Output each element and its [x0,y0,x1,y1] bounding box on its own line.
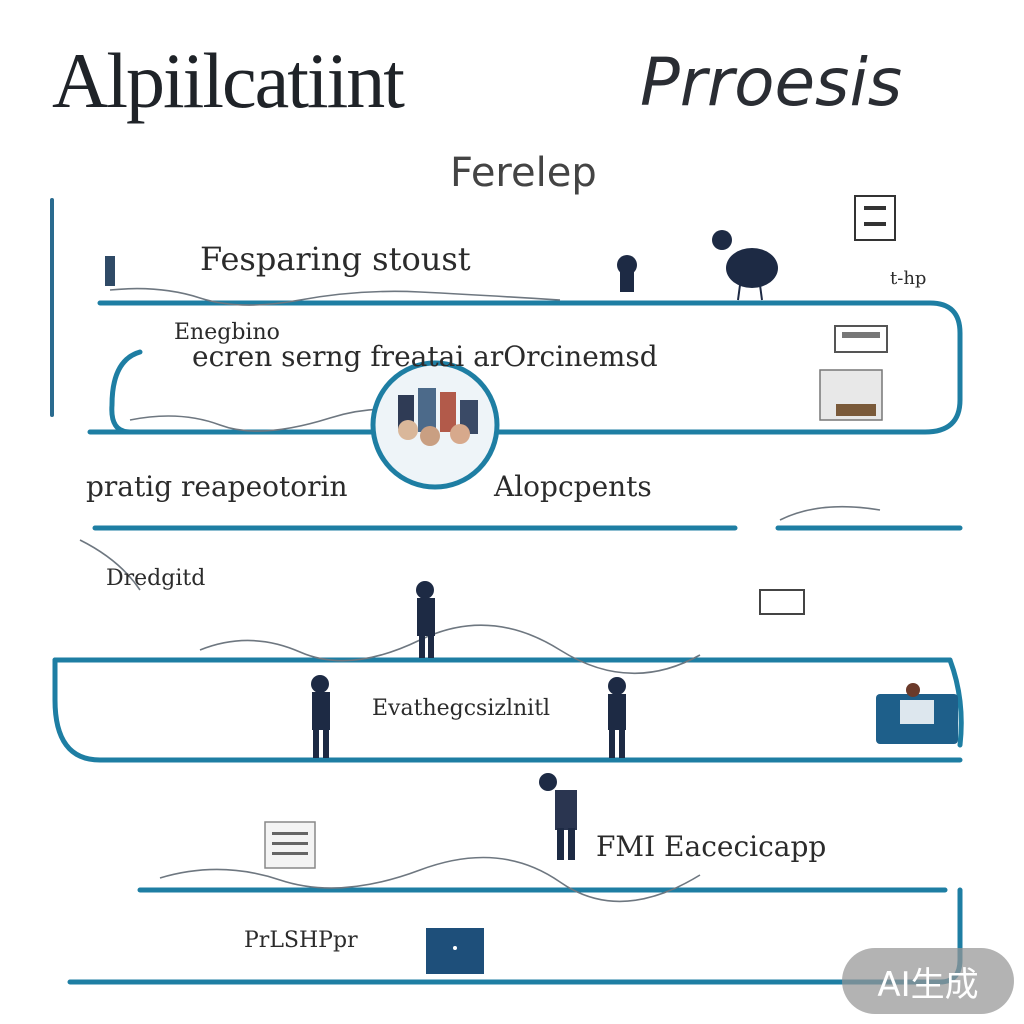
person-standing-row5-right [608,677,626,758]
flow-loop-left-row2 [109,349,143,435]
bird-figure-row1 [712,230,778,301]
label-row1-title: Fesparing stoust [200,240,471,278]
person-standing-row5-left [311,675,330,758]
flow-line-row7 [67,887,963,985]
page-subtitle: Ferelep [450,150,597,196]
person-standing-row6 [539,773,577,860]
small-person-icon-left [105,256,115,286]
building-icon [819,369,883,421]
label-row1-small: t-hp [890,268,927,289]
label-row5-center: Evathegcsizlnitl [372,696,551,721]
bottom-box-icon [426,928,484,974]
small-machine-icon-row4 [759,589,805,615]
document-icon [854,195,896,241]
document-stack-icon [264,821,316,869]
label-row3-left: pratig reapeotorin [86,470,348,503]
flow-line-row1 [87,300,963,435]
team-circle-illustration [370,360,500,490]
desk-computer-illustration [876,683,958,744]
page-title: Alpiilcatiint [52,37,405,124]
label-row6-right: FMI Eacecicapp [596,830,827,863]
flow-loop-right-row5 [947,657,964,748]
worker-figure-row1-a [617,255,637,292]
label-row2-small: Enegbino [174,320,280,345]
label-row7-left: PrLSHPpr [244,928,358,953]
flow-loop-left-row5 [52,657,963,763]
page-title-secondary: Prroesis [640,44,903,121]
person-standing-row4 [416,581,435,658]
printer-icon [834,325,888,353]
label-row2-text: ecren serng freatai arOrcinemsd [192,340,658,373]
label-row3-right: Alopcpents [494,470,652,503]
label-row4-left: Dredgitd [106,566,206,591]
ai-generated-watermark: AI生成 [842,948,1014,1014]
